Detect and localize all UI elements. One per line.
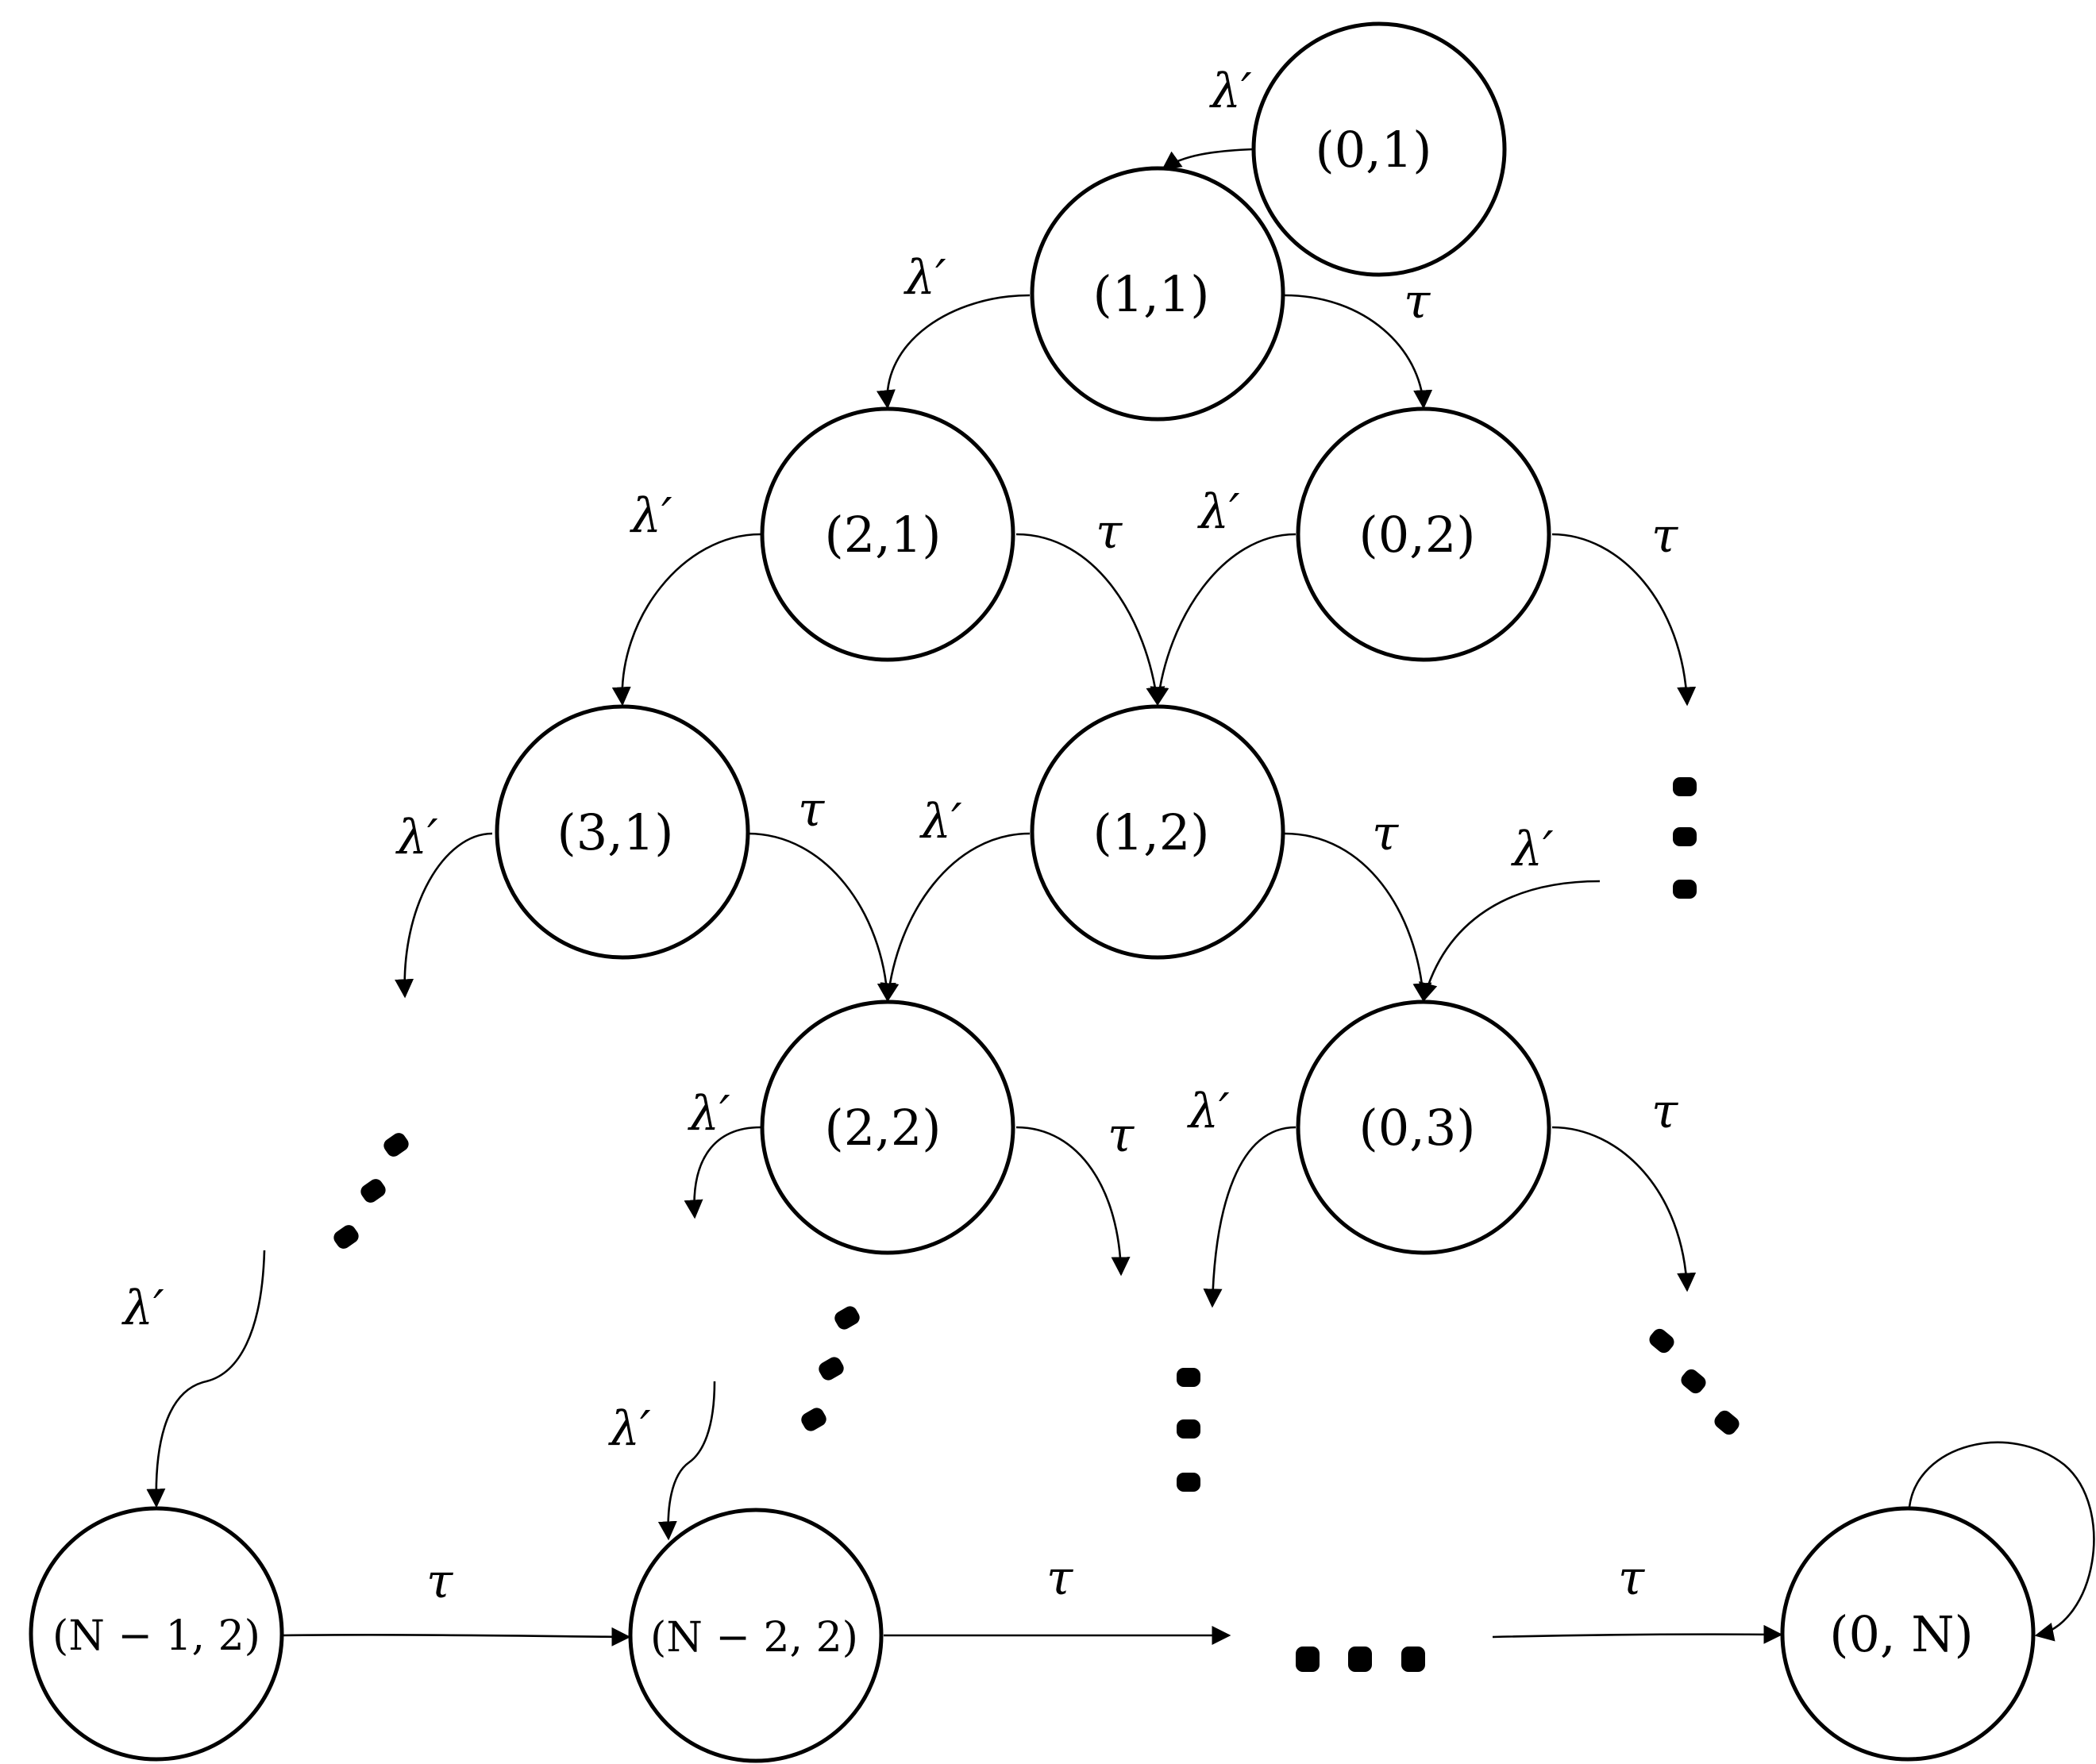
edge-03-to-dots-left — [1203, 1126, 1297, 1308]
state-label: (2,1) — [825, 506, 942, 564]
edge-labels: λ′ λ′ τ λ′ τ λ′ τ λ′ τ λ′ τ λ′ λ′ τ λ′ τ… — [121, 64, 1678, 1609]
rate-label-tau: τ — [1404, 274, 1431, 329]
rate-label-lambda: λ′ — [1511, 822, 1554, 877]
rate-label-tau: τ — [798, 782, 825, 838]
rate-label-lambda: λ′ — [904, 250, 946, 306]
state-node-N-minus-1-2: (N − 1, 2) — [29, 1506, 284, 1762]
state-node-0-1: (0,1) — [1251, 21, 1507, 277]
rate-label-tau: τ — [1096, 504, 1123, 560]
state-label: (0,1) — [1316, 121, 1432, 179]
rate-label-tau: τ — [1651, 508, 1678, 564]
rate-label-tau: τ — [1651, 1084, 1678, 1139]
rate-label-tau: τ — [1372, 806, 1399, 861]
ellipsis-dot — [1673, 777, 1697, 796]
rate-label-lambda: λ′ — [395, 810, 438, 865]
edge-02-to-12 — [1150, 533, 1297, 707]
rate-label-tau: τ — [1046, 1550, 1073, 1606]
edge-12-to-22 — [880, 832, 1031, 1003]
ellipsis-dot — [1714, 1410, 1740, 1435]
state-node-N-minus-2-2: (N − 2, 2) — [628, 1508, 884, 1763]
edge-dots-to-0N — [1492, 1624, 1783, 1644]
rate-label-lambda: λ′ — [608, 1401, 651, 1457]
state-label: (N − 2, 2) — [650, 1614, 858, 1662]
state-label: (1,2) — [1093, 803, 1210, 861]
edge-22-to-dots-left — [684, 1126, 761, 1219]
edges — [146, 148, 2095, 1647]
state-label: (0, N) — [1829, 1605, 1974, 1663]
ellipsis-dot — [801, 1408, 826, 1431]
ellipsis-dot — [1673, 827, 1697, 846]
rate-label-lambda: λ′ — [1197, 484, 1240, 540]
state-node-1-2: (1,2) — [1030, 704, 1285, 960]
ellipsis-dot — [1177, 1368, 1200, 1387]
edge-dots-to-03 — [1419, 880, 1601, 1003]
rate-label-lambda: λ′ — [121, 1281, 164, 1336]
edge-03-to-dots-right — [1551, 1126, 1697, 1292]
continuation-dots — [333, 777, 1740, 1672]
rate-label-tau: τ — [1108, 1107, 1135, 1163]
state-node-2-1: (2,1) — [760, 406, 1015, 662]
state-label: (N − 1, 2) — [52, 1612, 260, 1660]
edge-21-to-31 — [611, 533, 761, 707]
state-node-1-1: (1,1) — [1030, 166, 1285, 422]
ellipsis-dot — [360, 1179, 386, 1203]
ellipsis-dot — [819, 1357, 844, 1381]
edge-12-to-03 — [1284, 832, 1432, 1003]
ellipsis-dot — [1296, 1647, 1320, 1672]
state-label: (0,3) — [1359, 1099, 1476, 1157]
state-label: (0,2) — [1359, 506, 1476, 564]
rate-label-lambda: λ′ — [1209, 64, 1252, 119]
rate-label-tau: τ — [1618, 1550, 1645, 1606]
edge-31-to-22 — [747, 832, 896, 1003]
edge-N12-to-N22 — [281, 1627, 631, 1647]
state-node-0-N: (0, N) — [1780, 1506, 2036, 1762]
ellipsis-dot — [333, 1225, 359, 1249]
edge-31-to-dots — [395, 832, 493, 999]
ellipsis-dot — [1177, 1473, 1200, 1492]
ellipsis-dot — [1348, 1647, 1372, 1672]
state-node-2-2: (2,2) — [760, 999, 1015, 1255]
ellipsis-dot — [1401, 1647, 1425, 1672]
edge-01-to-11 — [1162, 148, 1254, 171]
nodes: (0,1) (1,1) (2,1) (0,2) (3,1) (1,2) (2,2… — [29, 21, 2036, 1763]
edge-21-to-12 — [1015, 533, 1166, 707]
state-label: (3,1) — [557, 803, 674, 861]
edge-into-N12 — [146, 1250, 266, 1508]
edge-11-to-21 — [877, 294, 1031, 410]
rate-label-lambda: λ′ — [1187, 1084, 1230, 1139]
state-node-0-3: (0,3) — [1296, 999, 1551, 1255]
edge-into-N22 — [657, 1381, 716, 1541]
rate-label-lambda: λ′ — [688, 1086, 730, 1142]
edge-02-to-dots — [1551, 533, 1697, 707]
edge-22-to-dots-right — [1015, 1126, 1131, 1277]
rate-label-tau: τ — [426, 1554, 453, 1609]
edge-0N-self-loop — [1908, 1441, 2095, 1642]
state-label: (1,1) — [1093, 265, 1210, 323]
ellipsis-dot — [1649, 1328, 1674, 1354]
state-label: (2,2) — [825, 1099, 942, 1157]
edge-11-to-02 — [1284, 294, 1433, 410]
ellipsis-dot — [1681, 1369, 1706, 1394]
rate-label-lambda: λ′ — [630, 488, 672, 544]
ellipsis-dot — [1673, 880, 1697, 899]
rate-label-lambda: λ′ — [919, 794, 962, 849]
state-node-3-1: (3,1) — [495, 704, 750, 960]
ellipsis-dot — [1177, 1419, 1200, 1439]
state-node-0-2: (0,2) — [1296, 406, 1551, 662]
ellipsis-dot — [834, 1306, 860, 1330]
ellipsis-dot — [383, 1133, 409, 1157]
